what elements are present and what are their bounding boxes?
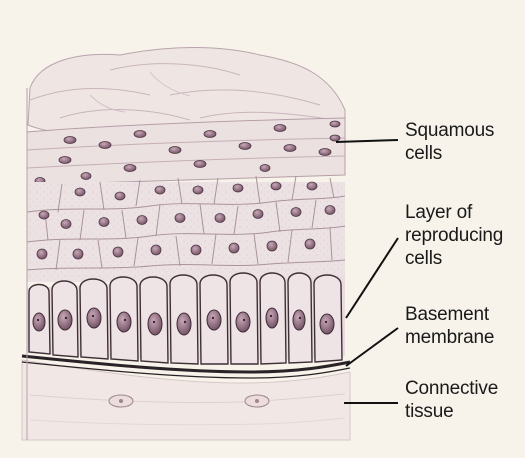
leader-lines	[335, 139, 399, 404]
reproducing-cells	[26, 175, 346, 282]
label-line: cells	[405, 248, 443, 269]
basement-membrane	[21, 354, 351, 374]
label-line: Layer of	[405, 202, 473, 223]
label-line: cells	[405, 143, 443, 164]
leader-reproducing	[345, 237, 399, 319]
label-basement-membrane: Basement membrane	[405, 303, 494, 349]
label-line: tissue	[405, 401, 454, 422]
label-squamous-cells: Squamous cells	[405, 119, 494, 165]
leader-basement	[345, 327, 399, 367]
label-line: reproducing	[405, 225, 504, 246]
leader-squamous	[335, 139, 399, 143]
connective-tissue	[21, 359, 351, 441]
squamous-top	[27, 47, 346, 139]
label-line: membrane	[405, 327, 495, 348]
squamous-cells	[26, 117, 346, 186]
label-line: Connective	[405, 378, 499, 399]
label-line: Basement	[405, 304, 489, 325]
label-connective-tissue: Connective tissue	[405, 377, 498, 423]
basal-columnar-cells	[27, 272, 345, 365]
tissue-block	[21, 47, 351, 441]
label-reproducing-layer: Layer of reproducing cells	[405, 201, 503, 270]
label-line: Squamous	[405, 120, 495, 141]
